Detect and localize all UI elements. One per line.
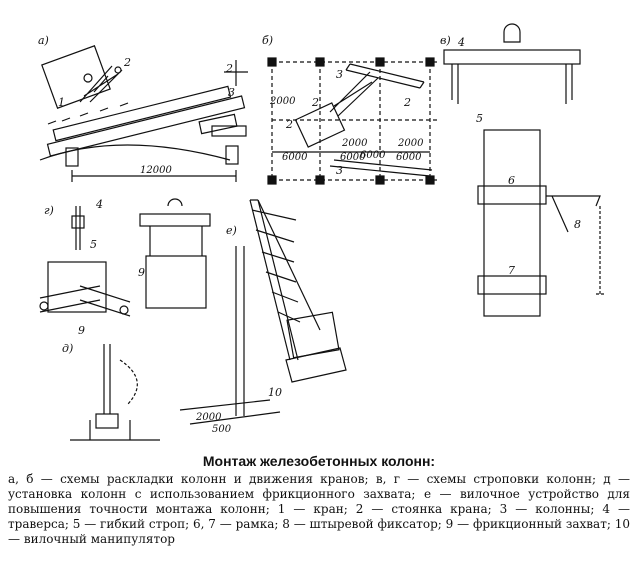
panel-e-boom <box>249 199 299 361</box>
panel-v-column <box>483 129 541 317</box>
panel-b-dim-4: 6000 <box>340 152 366 163</box>
panel-b-dim-6: 6000 <box>396 152 422 163</box>
panel-d: д) <box>62 342 160 441</box>
panel-v-hook-ring <box>503 23 521 43</box>
panel-e: е) 2000 500 10 <box>179 199 347 435</box>
panel-b-dim-3: 6000 <box>282 152 308 163</box>
panel-d-column <box>103 344 111 414</box>
panel-g-grip-arms <box>39 285 131 317</box>
panel-a-stand-left <box>65 147 79 167</box>
technical-drawing: а) 12000 1 2 2 3 б) <box>38 23 604 441</box>
panel-a-letter: а) <box>38 34 49 47</box>
panel-d-letter: д) <box>62 342 73 355</box>
panel-b-letter: б) <box>262 34 273 47</box>
panel-g-traverse <box>139 213 211 227</box>
panel-v-marker-8: 8 <box>574 218 581 231</box>
panel-a-dimension: 12000 <box>140 165 172 176</box>
panel-g-marker-9b: 9 <box>78 324 85 337</box>
panel-b-marker-3a: 3 <box>336 68 343 81</box>
panel-v-letter: в) <box>440 34 451 47</box>
panel-v: в) 4 5 6 7 8 <box>440 23 604 317</box>
panel-g-frame-slings <box>149 226 203 256</box>
panel-g-pivot-left <box>39 301 49 311</box>
panel-e-dim-1: 500 <box>212 424 232 435</box>
panel-g-frame <box>145 255 207 309</box>
panel-b: б) 2000 2000 2000 6000 6000 6000 6000 2 … <box>262 34 440 185</box>
panel-v-pin-line <box>596 206 604 295</box>
panel-b-crane-boom <box>329 71 379 117</box>
panel-a-dimension-line <box>71 170 237 182</box>
caption-text: а, б — схемы раскладки колонн и движения… <box>8 472 630 546</box>
panel-e-marker-10: 10 <box>268 386 282 399</box>
panel-a-crosshair <box>224 60 248 86</box>
panel-d-rope <box>119 359 138 405</box>
panel-v-slings <box>451 64 573 104</box>
panel-v-marker-4: 4 <box>457 36 465 49</box>
panel-g: г) 4 5 9 9 <box>39 198 211 337</box>
panel-v-pin-fixator <box>546 195 601 233</box>
panel-b-marker-2b: 2 <box>311 96 319 109</box>
panel-b-marker-2a: 2 <box>285 118 293 131</box>
panel-v-marker-7: 7 <box>508 264 515 277</box>
panel-a-crane-path <box>39 144 231 161</box>
panel-a-marker-2b: 2 <box>225 62 233 75</box>
panel-g-traverse-small <box>71 215 85 229</box>
panel-b-dim-5: 6000 <box>360 150 386 161</box>
panel-b-marker-3b: 3 <box>336 164 343 177</box>
panel-a-marker-1: 1 <box>58 96 65 109</box>
panel-b-dim-2: 2000 <box>397 138 424 149</box>
panel-g-marker-5: 5 <box>90 238 97 251</box>
panel-e-letter: е) <box>226 224 237 237</box>
panel-b-dim-0: 2000 <box>269 96 296 107</box>
panel-e-ground <box>179 399 281 425</box>
panel-b-marker-2c: 2 <box>403 96 411 109</box>
panel-b-column-points <box>267 57 435 185</box>
panel-e-cab <box>286 311 340 359</box>
panel-b-dim-1: 2000 <box>341 138 368 149</box>
panel-a-marker-3: 3 <box>228 86 235 99</box>
panel-g-marker-9a: 9 <box>138 266 145 279</box>
panel-a-marker-2: 2 <box>123 56 131 69</box>
caption-title: Монтаж железобетонных колонн: <box>202 453 436 469</box>
panel-a-crane <box>41 45 123 109</box>
panel-a-columns <box>46 85 247 157</box>
panel-d-socket <box>95 413 119 429</box>
panel-g-column <box>47 261 107 313</box>
panel-v-marker-5: 5 <box>476 112 483 125</box>
figure-caption: Монтаж железобетонных колонн: а, б — схе… <box>8 453 630 547</box>
panel-e-track <box>285 347 347 383</box>
panel-v-frame-7 <box>477 275 547 295</box>
panel-g-letter: г) <box>44 204 54 217</box>
panel-g-pivot-right <box>119 305 129 315</box>
panel-b-column-top <box>345 63 425 89</box>
panel-a-stand-right <box>225 145 239 165</box>
panel-b-crane-base <box>294 102 346 148</box>
panel-v-traverse <box>443 49 581 65</box>
panel-a: а) 12000 1 2 2 3 <box>38 34 248 182</box>
panel-v-marker-6: 6 <box>508 174 515 187</box>
panel-d-foundation <box>70 420 160 441</box>
panel-e-column <box>235 246 245 416</box>
panel-b-column-bottom <box>329 159 433 177</box>
panel-g-hook <box>167 198 183 207</box>
panel-v-frame-6 <box>477 185 547 205</box>
panel-g-marker-4: 4 <box>95 198 103 211</box>
panel-e-dim-0: 2000 <box>195 412 222 423</box>
panel-e-cable <box>257 199 321 331</box>
panel-b-grid <box>271 61 440 184</box>
